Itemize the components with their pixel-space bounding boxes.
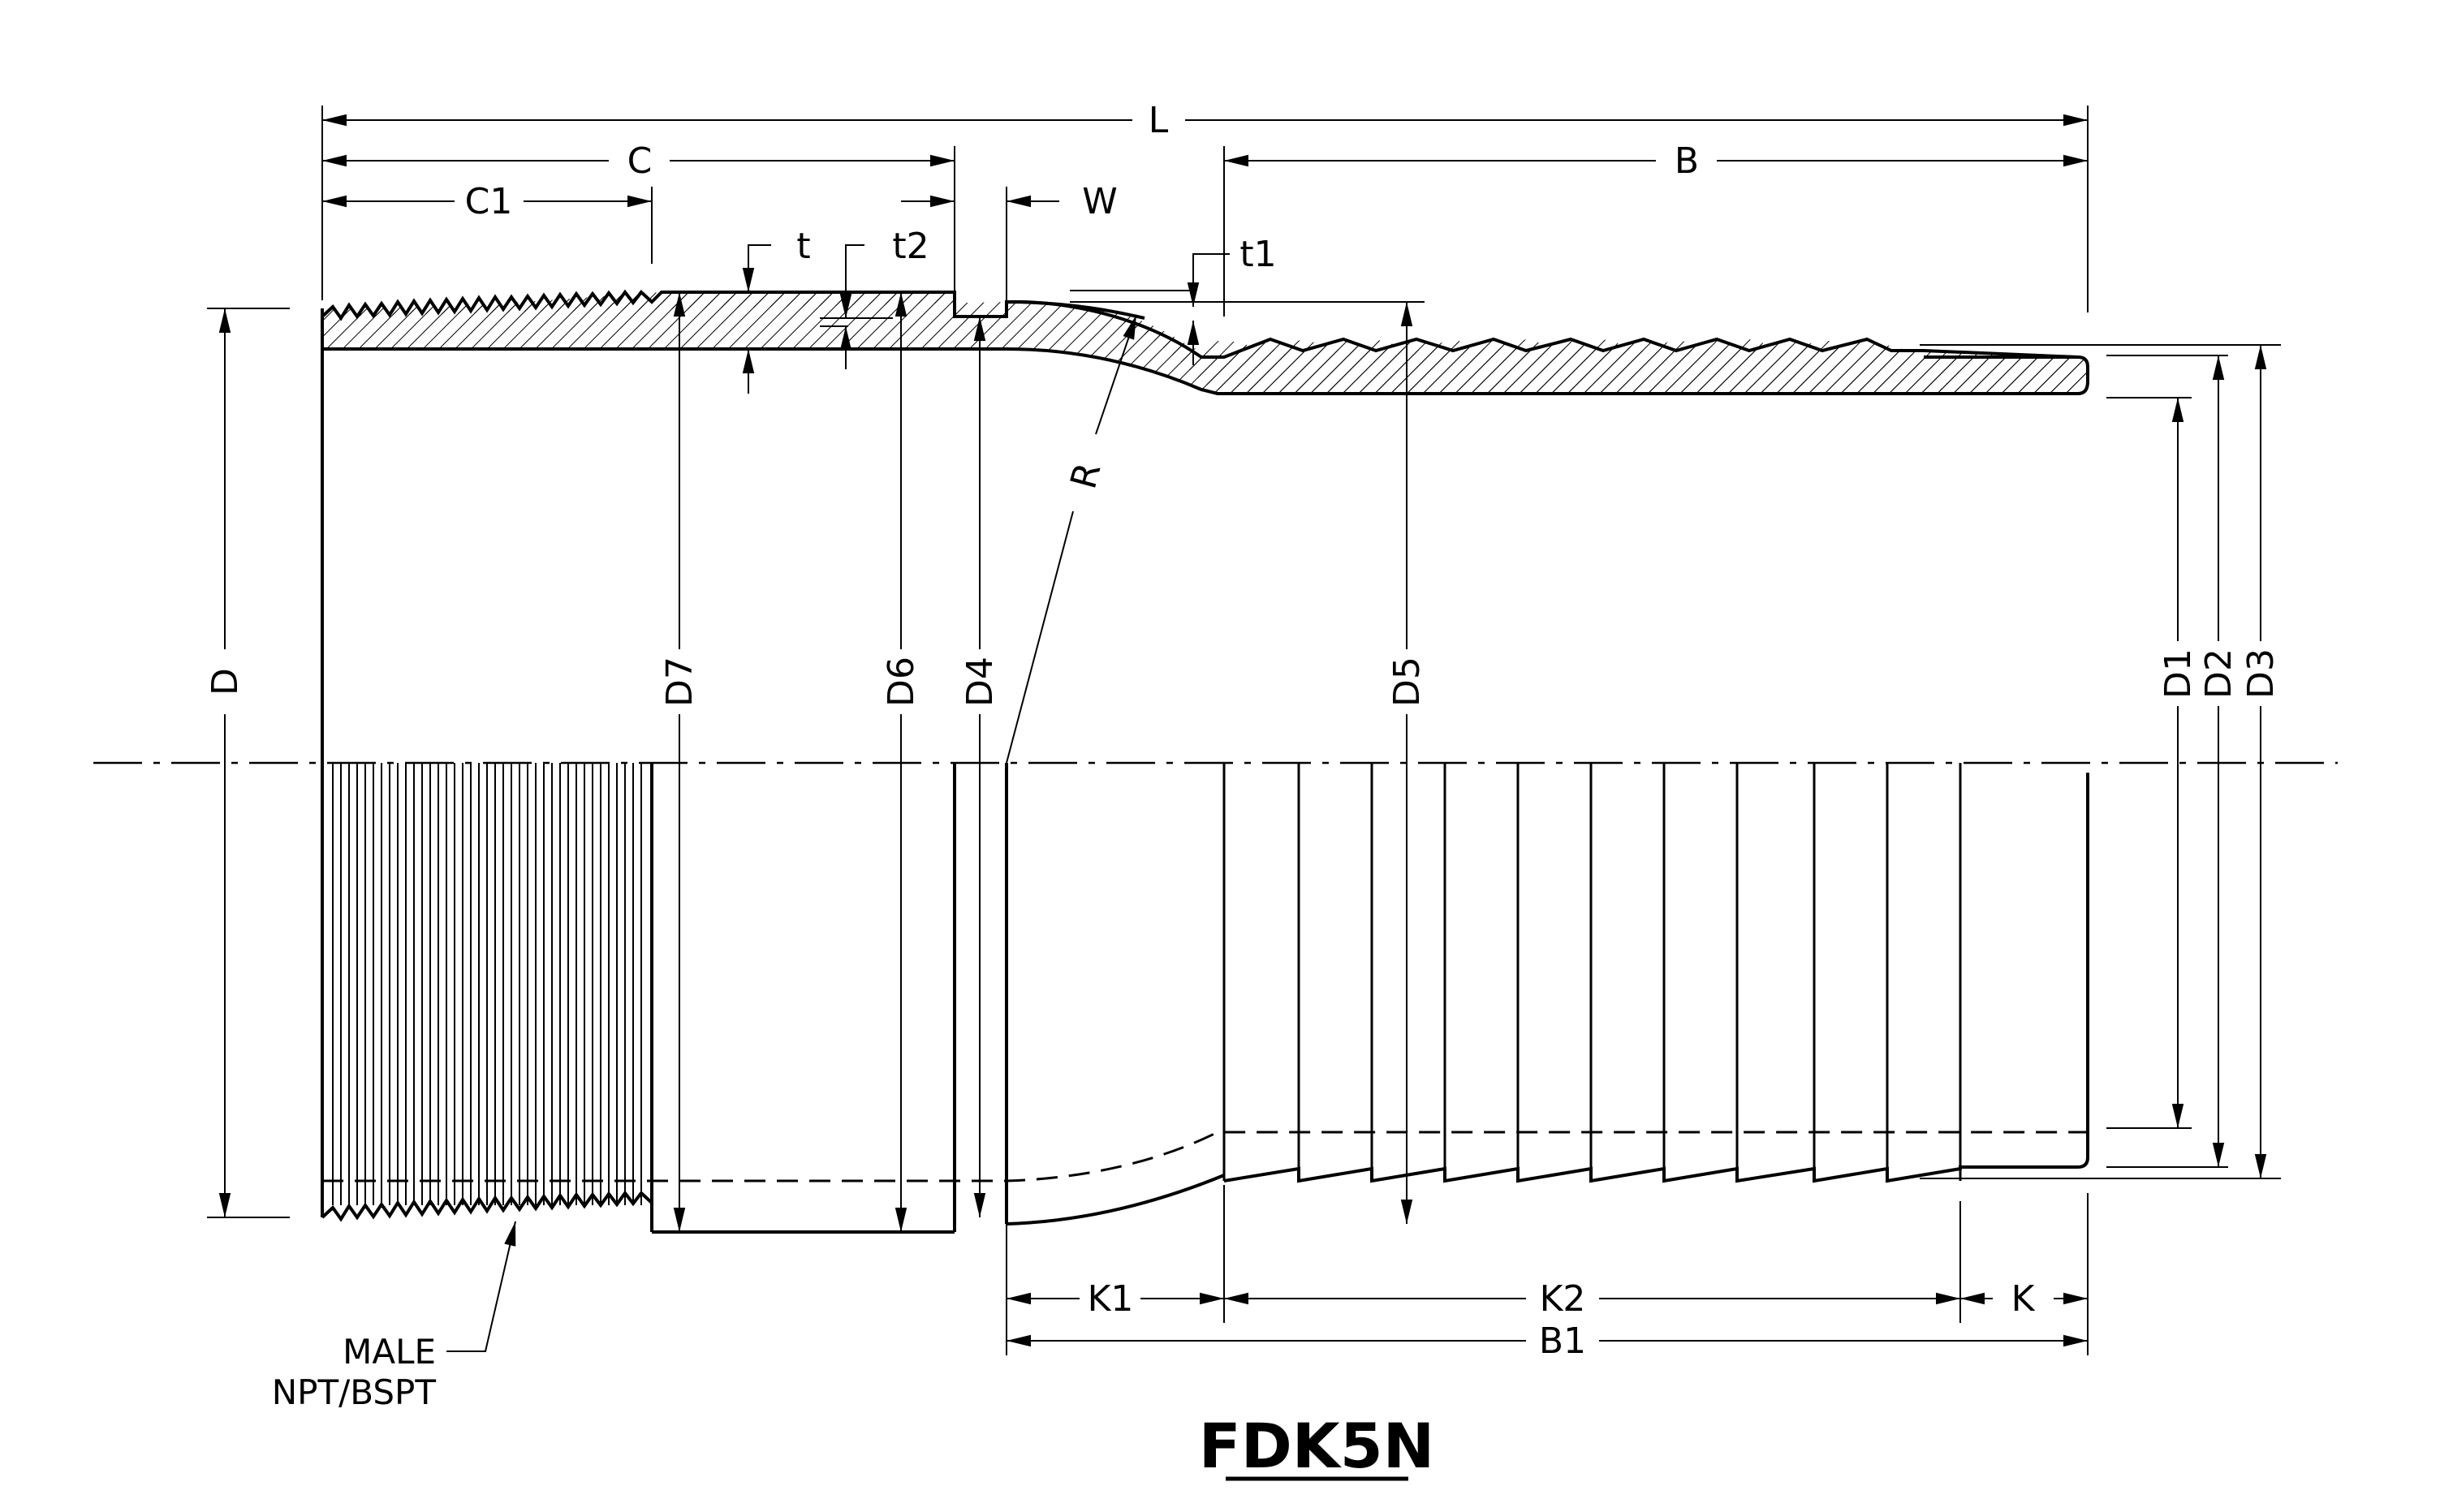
part-number-title: FDK5N xyxy=(1199,1410,1434,1482)
dimension-lines xyxy=(218,114,2267,1352)
dim-label-K: K xyxy=(2011,1278,2036,1320)
dim-label-t2: t2 xyxy=(892,226,929,267)
dim-label-t1: t1 xyxy=(1239,234,1276,275)
dim-label-D5: D5 xyxy=(1386,657,1428,707)
dim-label-B: B xyxy=(1675,140,1699,182)
callout-male: MALE xyxy=(343,1332,436,1372)
lower-elevation xyxy=(321,308,2089,1234)
dim-label-D6: D6 xyxy=(881,657,922,707)
dim-label-B1: B1 xyxy=(1539,1320,1586,1362)
drawing-title: FDK5N xyxy=(1199,1410,1434,1482)
dim-label-C: C xyxy=(627,140,653,182)
section-hatch-fill xyxy=(322,292,2088,394)
dim-label-D3: D3 xyxy=(2240,648,2282,699)
dimension-labels: L C C1 W B t t2 t1 R D D7 D6 D4 D5 D1 D2… xyxy=(205,100,2282,1362)
dim-label-D7: D7 xyxy=(659,657,701,707)
dim-label-K2: K2 xyxy=(1540,1278,1586,1320)
callout-npt-bspt: NPT/BSPT xyxy=(272,1372,437,1412)
dim-label-W: W xyxy=(1082,181,1118,222)
dim-label-D1: D1 xyxy=(2158,648,2199,699)
dim-label-L: L xyxy=(1149,100,1169,141)
dim-label-C1: C1 xyxy=(465,181,513,222)
dim-label-R: R xyxy=(1063,459,1109,493)
dim-label-t: t xyxy=(796,226,810,267)
dim-label-D4: D4 xyxy=(959,657,1001,707)
dim-label-D2: D2 xyxy=(2198,648,2240,699)
thread-callout: MALE NPT/BSPT xyxy=(272,1332,437,1412)
dim-label-K1: K1 xyxy=(1088,1278,1134,1320)
dim-label-D: D xyxy=(205,668,246,696)
